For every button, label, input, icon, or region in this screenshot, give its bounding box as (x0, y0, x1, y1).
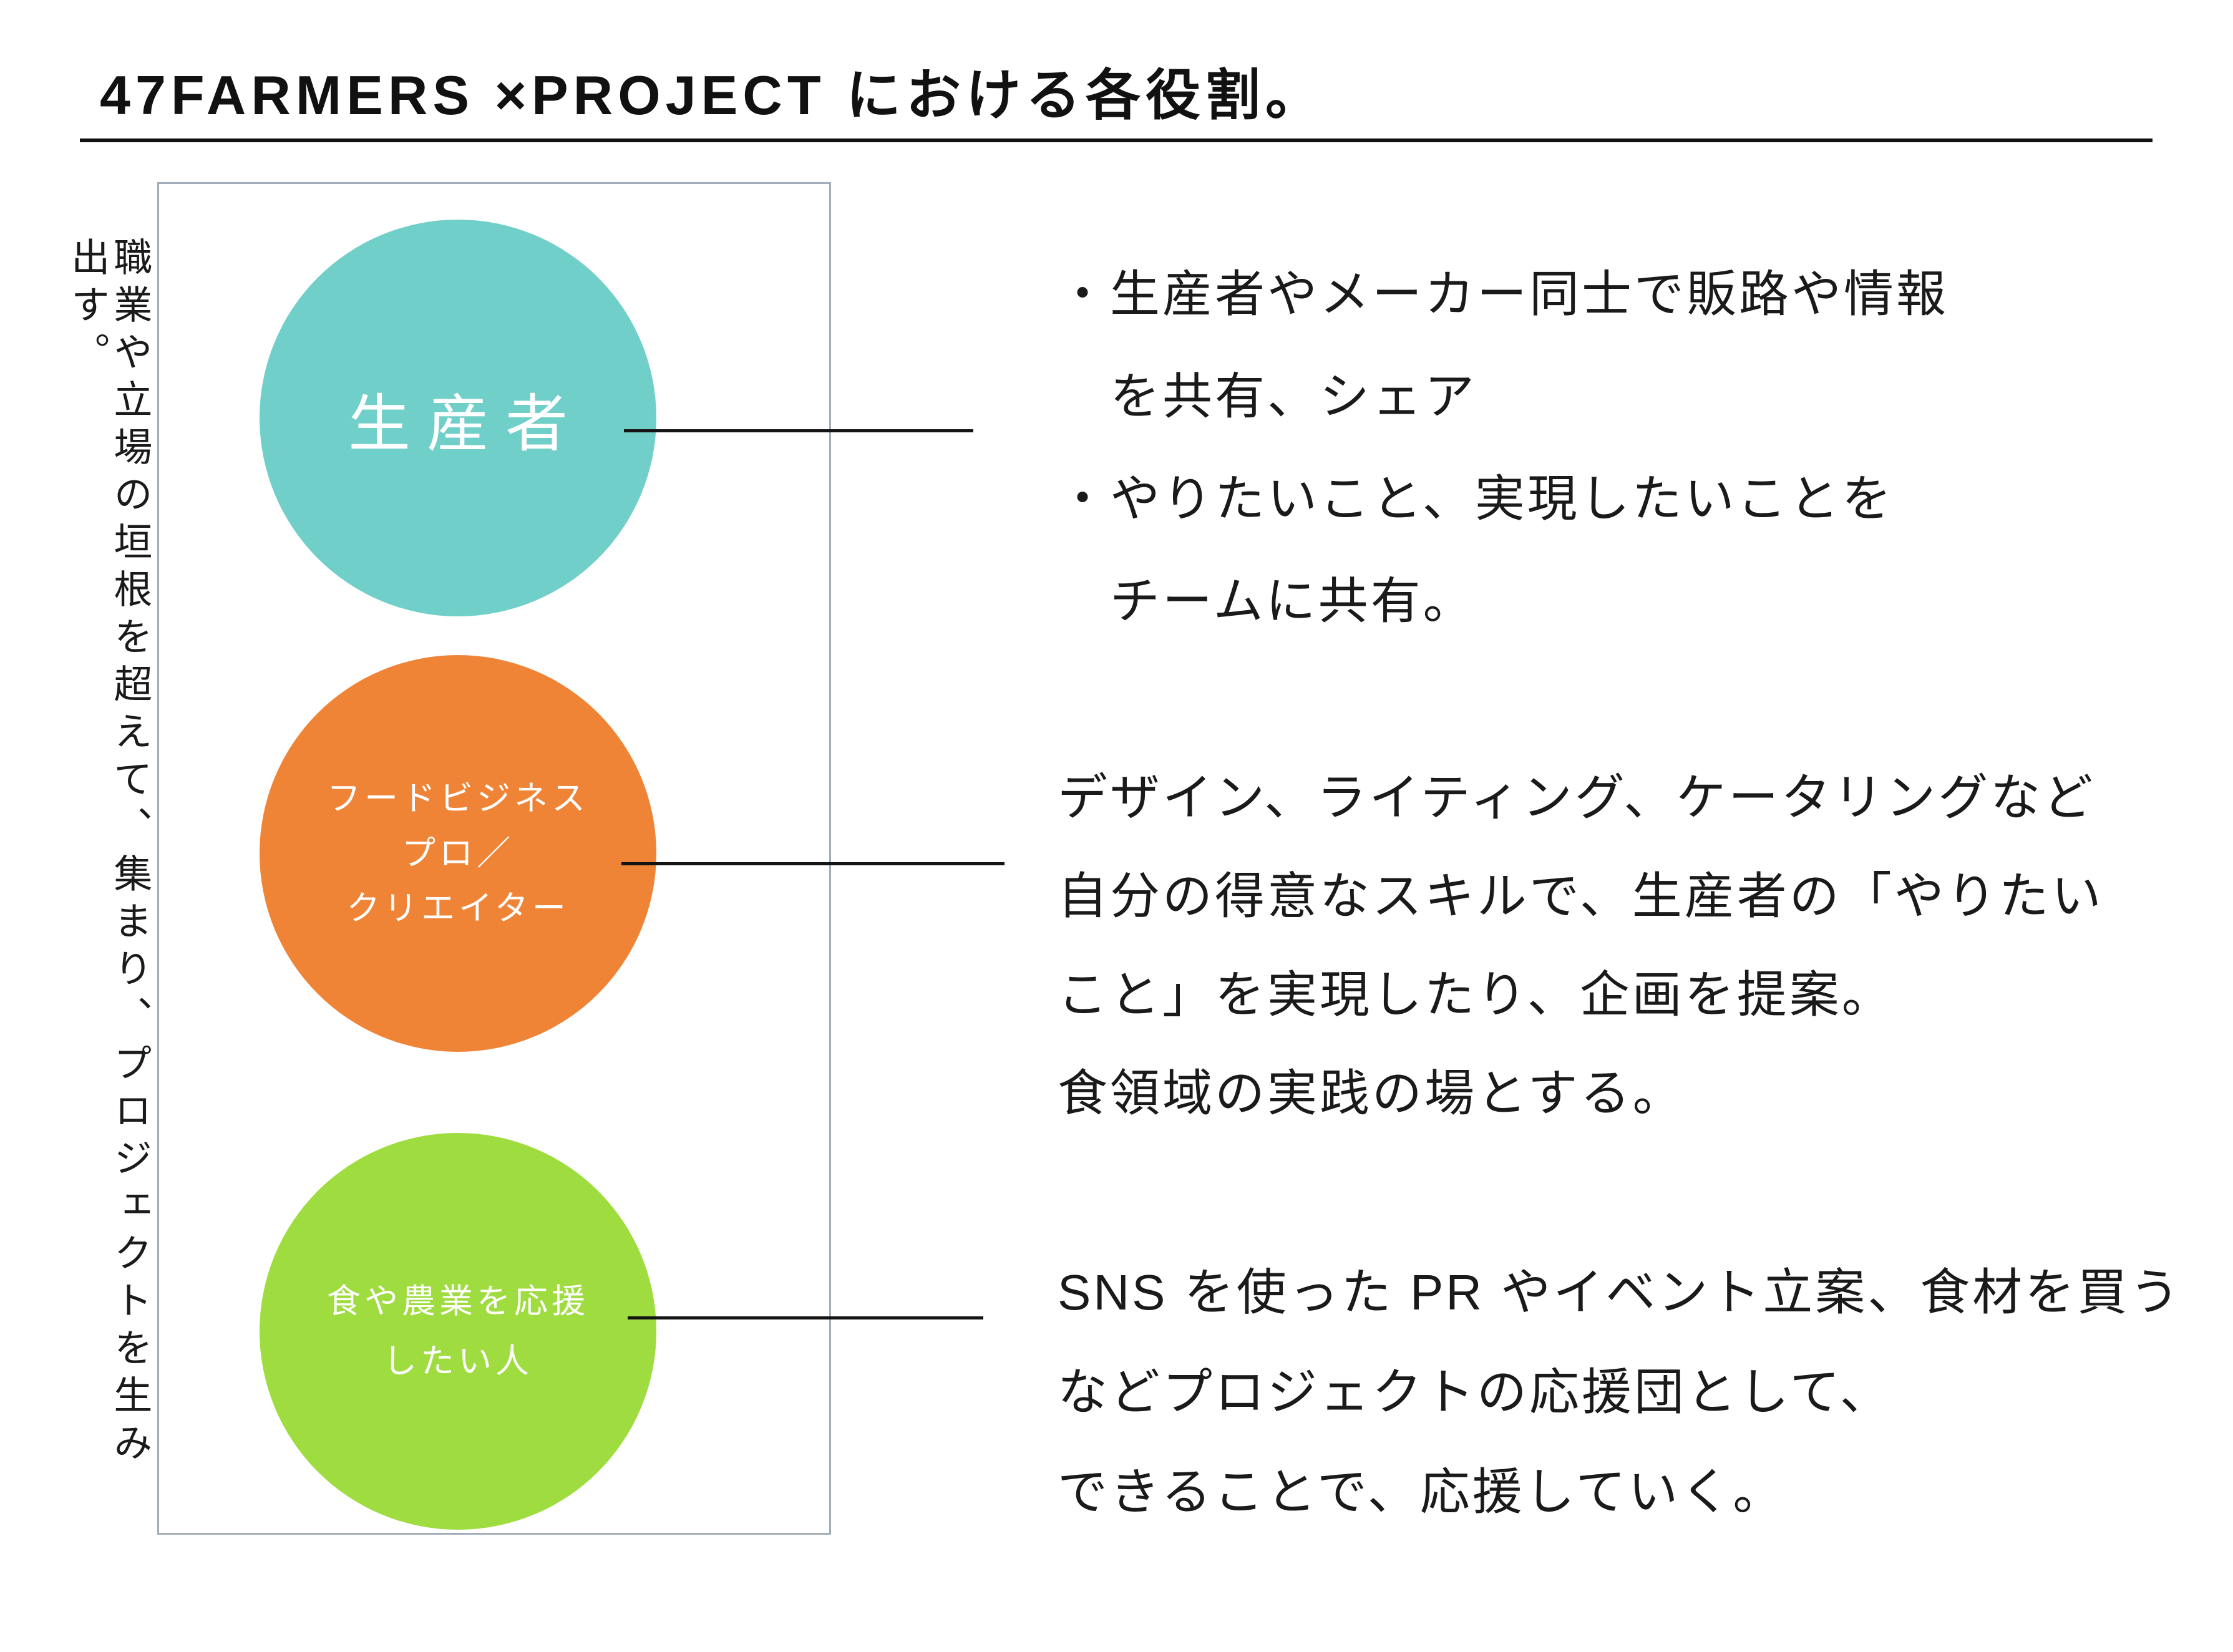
description-producer: ・生産者やメーカー同士で販路や情報 を共有、シェア ・やりたいこと、実現したいこ… (1058, 243, 1948, 653)
circle-producer-label: 生産者 (348, 389, 584, 459)
circle-creator-label-line-3: クリエイター (346, 890, 570, 927)
connector-line-producer (624, 429, 973, 432)
description-supporter: SNS を使った PR やイベント立案、食材を買う などプロジェクトの応援団とし… (1058, 1243, 2182, 1542)
description-line: ・やりたいこと、実現したいことを (1058, 471, 1894, 527)
description-line: ・生産者やメーカー同士で販路や情報 (1058, 266, 1948, 322)
description-line: できることで、応援していく。 (1058, 1464, 1786, 1520)
description-creator: デザイン、ライティング、ケータリングなど 自分の得意なスキルで、生産者の「やりた… (1058, 749, 2104, 1143)
left-vertical-caption: 職業や立場の垣根を超えて、集まり、プロジェクトを生み出す。 (65, 237, 151, 1470)
description-line: こと」を実現したり、企画を提案。 (1058, 967, 1894, 1023)
description-line: 自分の得意なスキルで、生産者の「やりたい (1058, 868, 2104, 924)
title-underline (80, 138, 2153, 142)
description-line: を共有、シェア (1058, 369, 1477, 424)
description-line: SNS を使った PR やイベント立案、食材を買う (1058, 1265, 2182, 1320)
circle-supporter-label-line-2: したい人 (383, 1343, 533, 1380)
description-line: チームに共有。 (1058, 573, 1476, 629)
description-line: 食領域の実践の場とする。 (1058, 1066, 1685, 1121)
description-line: デザイン、ライティング、ケータリングなど (1058, 770, 2096, 825)
circle-creator-label-line-1: フードビジネス (327, 780, 589, 817)
circle-creator-label-line-2: プロ／ (402, 835, 514, 872)
connector-line-creator (621, 862, 1005, 865)
circle-supporter-label-line-1: 食や農業を応援 (327, 1283, 589, 1320)
connector-line-supporter (628, 1316, 983, 1319)
description-line: などプロジェクトの応援団として、 (1058, 1364, 1892, 1420)
circle-supporter: 食や農業を応援 したい人 (260, 1133, 656, 1530)
page-title: 47FARMERS ×PROJECT における各役割。 (100, 64, 1326, 126)
circle-producer: 生産者 (260, 220, 656, 616)
circle-creator: フードビジネス プロ／ クリエイター (260, 655, 656, 1052)
